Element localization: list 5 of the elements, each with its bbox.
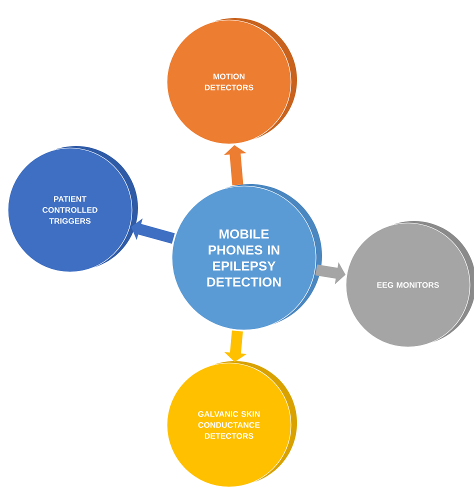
- disc: GALVANIC SKIN CONDUCTANCE DETECTORS: [166, 361, 297, 488]
- disc: MOBILE PHONES IN EPILEPSY DETECTION: [172, 184, 322, 330]
- disc: EEG MONITORS: [346, 221, 474, 348]
- disc: MOTION DETECTORS: [166, 18, 297, 144]
- disc: PATIENT CONTROLLED TRIGGERS: [8, 146, 138, 272]
